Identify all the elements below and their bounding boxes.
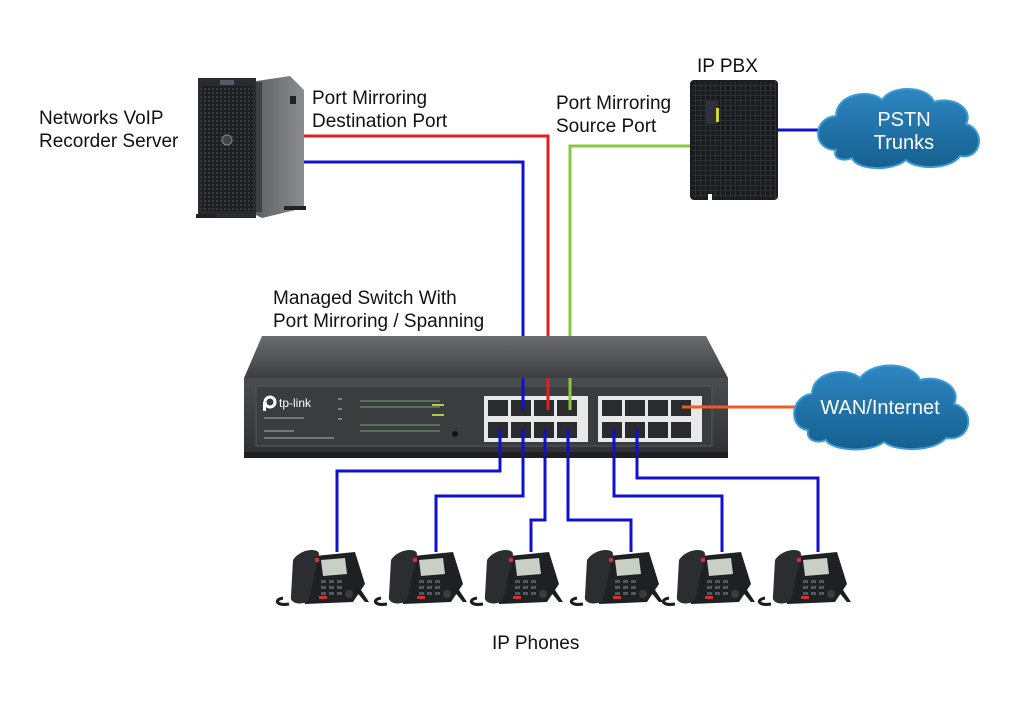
mirror-destination-label-line1: Port Mirroring — [312, 88, 428, 109]
cable-server-lan — [300, 160, 525, 412]
wan-cloud[interactable]: WAN/Internet — [793, 364, 970, 451]
ip-phone[interactable] — [275, 550, 369, 606]
managed-switch[interactable]: tp-link — [244, 336, 728, 458]
ip-phones-label: IP Phones — [492, 633, 580, 654]
switch-label-line1: Managed Switch With — [273, 288, 457, 309]
mirror-source-label-line1: Port Mirroring — [556, 93, 672, 114]
handset-icon — [290, 550, 319, 604]
phone-display — [419, 558, 445, 576]
cable-mirror-source — [568, 144, 690, 412]
pstn-label-line2: Trunks — [874, 132, 934, 154]
phone-display — [615, 558, 641, 576]
handset-icon — [388, 550, 417, 604]
mirror-destination-label-line2: Destination Port — [312, 111, 448, 132]
handset-icon — [584, 550, 613, 604]
mirror-source-label: Port Mirroring Source Port — [556, 92, 671, 138]
ip-phones — [275, 550, 851, 606]
ip-phone[interactable] — [661, 550, 755, 606]
model-text — [264, 417, 304, 419]
phone-display — [321, 558, 347, 576]
svg-text:tp-link: tp-link — [279, 396, 312, 410]
pstn-cloud[interactable]: PSTN Trunks — [817, 87, 980, 170]
recorder-server[interactable] — [196, 76, 306, 218]
dell-logo-icon — [221, 134, 233, 146]
port-group-2 — [598, 396, 702, 442]
ip-phone[interactable] — [373, 550, 467, 606]
phone-display — [803, 558, 829, 576]
ip-phone[interactable] — [469, 550, 563, 606]
mirror-source-label-line2: Source Port — [556, 116, 657, 137]
pstn-label-line1: PSTN — [877, 109, 930, 131]
recorder-server-label: Networks VoIP Recorder Server — [39, 107, 178, 153]
ip-phone[interactable] — [569, 550, 663, 606]
switch-label: Managed Switch With Port Mirroring / Spa… — [273, 287, 484, 333]
tp-link-logo: tp-link — [263, 395, 312, 411]
cable-phone-2 — [434, 437, 525, 552]
cable-phone-4 — [566, 437, 633, 552]
recorder-server-label-line1: Networks VoIP — [39, 108, 164, 129]
switch-label-line2: Port Mirroring / Spanning — [273, 311, 485, 332]
wan-label: WAN/Internet — [820, 397, 940, 419]
handset-icon — [484, 550, 513, 604]
cable-phone-3 — [529, 437, 547, 552]
cable-mirror-destination — [300, 134, 550, 412]
ip-phone[interactable] — [757, 550, 851, 606]
status-led-panel — [338, 398, 444, 432]
ip-pbx-device[interactable] — [690, 80, 778, 200]
recorder-server-label-line2: Recorder Server — [39, 131, 179, 152]
cable-ends — [498, 378, 730, 456]
reset-button[interactable] — [452, 431, 458, 437]
cable-phone-5 — [612, 437, 724, 552]
handset-icon — [676, 550, 705, 604]
status-led — [716, 108, 719, 122]
ip-pbx-label: IP PBX — [697, 56, 758, 77]
phone-display — [515, 558, 541, 576]
mirror-destination-label: Port Mirroring Destination Port — [312, 87, 447, 133]
handset-icon — [772, 550, 801, 604]
phone-display — [707, 558, 733, 576]
